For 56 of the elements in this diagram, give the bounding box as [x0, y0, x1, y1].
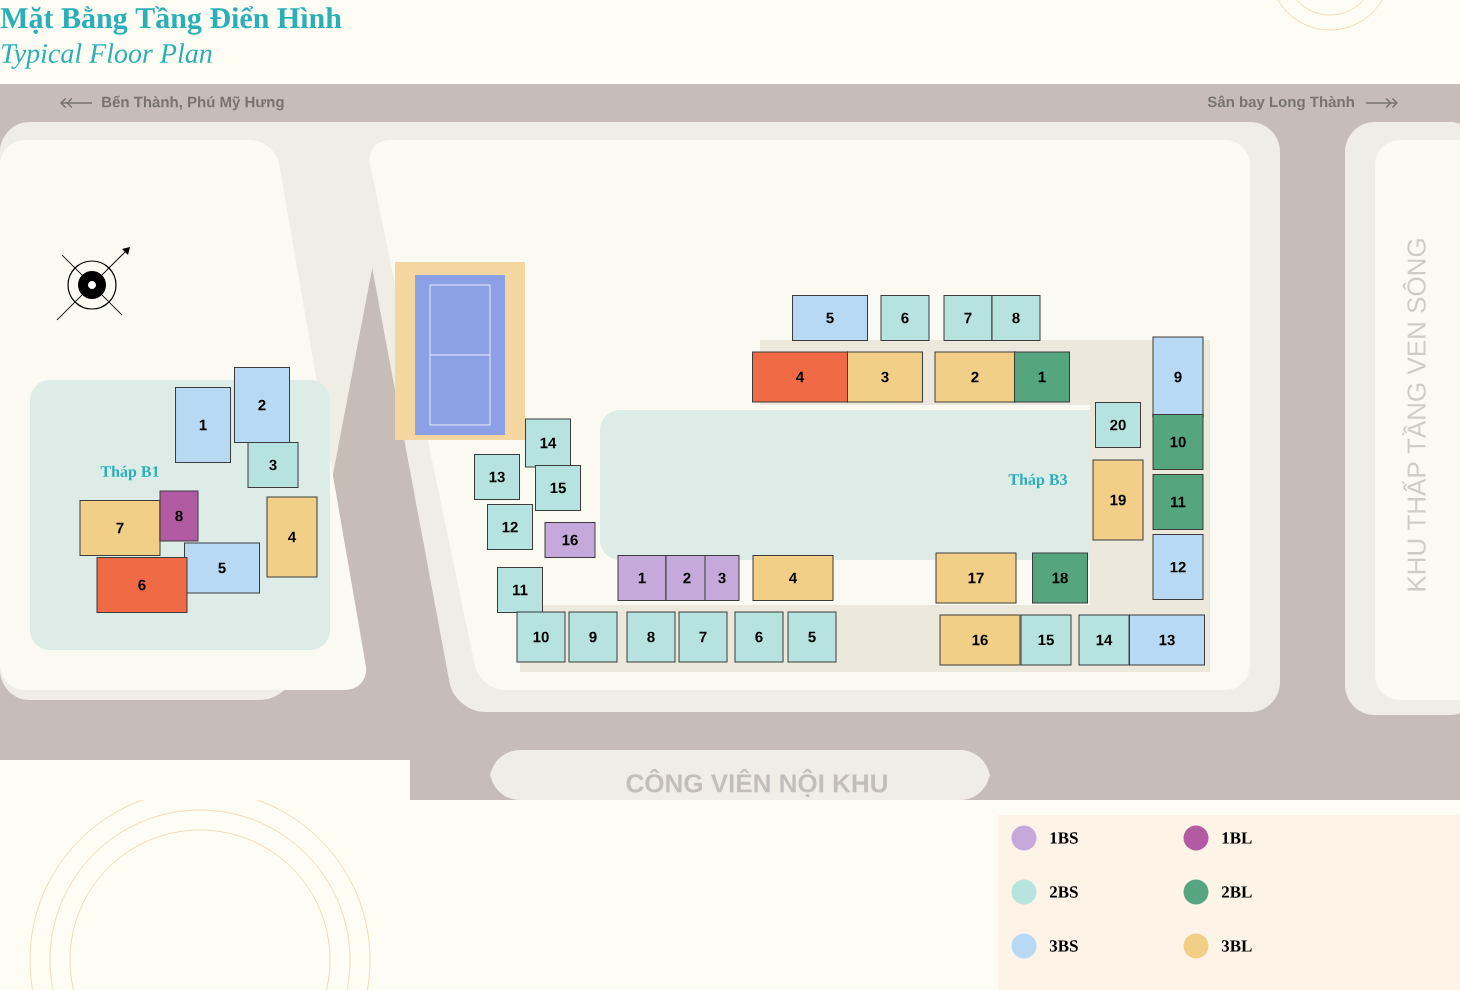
apartment-unit: 2: [934, 351, 1016, 403]
apartment-unit: 20: [1095, 402, 1141, 448]
apartment-unit: 12: [1152, 534, 1204, 600]
apartment-unit: 1: [617, 555, 667, 601]
apartment-unit: 7: [79, 500, 161, 556]
apartment-unit: 5: [792, 295, 868, 341]
apartment-unit: 10: [1152, 414, 1204, 470]
apartment-unit: 9: [1152, 336, 1204, 418]
legend-label: 3BL: [1221, 940, 1252, 952]
apartment-unit: 10: [516, 611, 566, 663]
apartment-unit: 16: [939, 614, 1021, 666]
legend-label: 1BL: [1222, 832, 1252, 844]
apartment-unit: 6: [734, 611, 784, 663]
apartment-unit: 1: [1014, 351, 1070, 403]
apartment-unit: 13: [474, 454, 520, 500]
apartment-unit: 7: [943, 295, 993, 341]
apartment-unit: 9: [568, 611, 618, 663]
apartment-unit: 17: [935, 552, 1017, 604]
apartment-unit: 5: [787, 611, 837, 663]
apartment-unit: 6: [96, 557, 188, 613]
apartment-unit: 14: [525, 418, 571, 468]
apartment-unit: 3: [247, 442, 299, 488]
apartment-unit: 8: [159, 490, 199, 542]
apartment-unit: 4: [752, 351, 848, 403]
direction-label: Bến Thành, Phú Mỹ Hưng: [102, 95, 284, 111]
apartment-unit: 16: [544, 522, 596, 558]
apartment-unit: 4: [266, 496, 318, 578]
apartment-unit: 4: [752, 555, 834, 601]
apartment-unit: 8: [991, 295, 1041, 341]
apartment-unit: 19: [1092, 459, 1144, 541]
apartment-unit: 2: [234, 367, 290, 443]
legend-label: 1BS: [1050, 832, 1078, 844]
apartment-unit: 11: [1152, 474, 1204, 530]
tower-label: Tháp B3: [1008, 473, 1067, 489]
apartment-unit: 8: [626, 611, 676, 663]
title: Mặt Bằng Tầng Điển Hình: [0, 6, 342, 35]
apartment-unit: 6: [880, 295, 930, 341]
legend-label: 2BS: [1049, 886, 1078, 898]
direction-label: Sân bay Long Thành: [1207, 95, 1354, 111]
apartment-unit: 15: [535, 465, 581, 511]
legend-label: 2BL: [1221, 886, 1252, 898]
apartment-unit: 1: [175, 387, 231, 463]
apartment-unit: 2: [665, 555, 709, 601]
apartment-unit: 7: [678, 611, 728, 663]
legend-label: 3BS: [1049, 940, 1078, 952]
apartment-unit: 12: [487, 504, 533, 550]
apartment-unit: 18: [1032, 552, 1088, 604]
apartment-unit: 13: [1129, 614, 1205, 666]
tower-label: Tháp B1: [100, 465, 159, 481]
apartment-unit: 3: [847, 351, 923, 403]
apartment-unit: 5: [184, 542, 260, 594]
apartment-unit: 3: [704, 555, 740, 601]
subtitle: Typical Floor Plan: [2, 43, 212, 69]
apartment-unit: 14: [1078, 614, 1130, 666]
apartment-unit: 15: [1020, 614, 1072, 666]
apartment-unit: 11: [497, 567, 543, 613]
